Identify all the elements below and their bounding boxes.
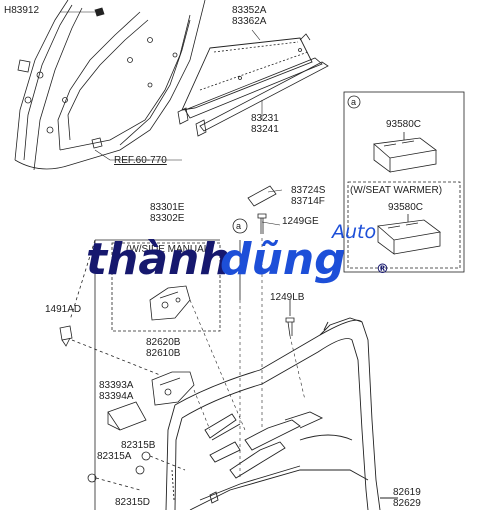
- leader-lines-top: [60, 11, 283, 226]
- outline-frame: [69, 239, 241, 510]
- label-83362a: 83362A: [232, 16, 267, 27]
- switch-box-a: [343, 91, 465, 273]
- label-83301e: 83301E: [150, 202, 185, 213]
- label-h83912: H83912: [4, 5, 40, 16]
- label-side-manual: (W/SIDE MANUAL: [126, 244, 210, 255]
- label-83241: 83241: [251, 124, 279, 135]
- door-frame: [14, 0, 206, 171]
- guide-rail: [195, 61, 329, 137]
- label-83724s: 83724S: [291, 185, 326, 196]
- label-93580c-bottom: 93580C: [388, 202, 424, 213]
- label-83231: 83231: [251, 113, 279, 124]
- watermark-dung: dũng: [220, 234, 346, 285]
- label-93580c-top: 93580C: [386, 119, 422, 130]
- grommet-1491ad: [59, 325, 161, 376]
- door-trim-panel: [165, 317, 398, 510]
- callout-a-circle: [232, 218, 248, 234]
- label-1249lb: 1249LB: [270, 292, 305, 303]
- label-82629: 82629: [393, 498, 421, 509]
- watermark-registered: ®: [376, 262, 389, 277]
- label-83393a: 83393A: [99, 380, 134, 391]
- label-1249ge: 1249GE: [282, 216, 319, 227]
- inner-handle: [151, 371, 195, 406]
- watermark-thanh: thành: [86, 234, 231, 285]
- label-82315b: 82315B: [121, 440, 156, 451]
- label-ref-60-770: REF.60-770: [114, 155, 167, 166]
- label-82315d: 82315D: [115, 497, 151, 508]
- box-a-marker: a: [351, 97, 357, 107]
- screw-1249lb: [285, 300, 295, 337]
- side-manual-box: [111, 242, 221, 332]
- label-1491ad: 1491AD: [45, 304, 82, 315]
- label-82620b: 82620B: [146, 337, 181, 348]
- screw-1249ge: [257, 213, 267, 234]
- callout-a-label: a: [236, 221, 242, 231]
- label-83714f: 83714F: [291, 196, 325, 207]
- sunshade: [177, 33, 323, 125]
- small-cover: [247, 185, 277, 207]
- label-seat-warmer: (W/SEAT WARMER): [350, 185, 443, 196]
- bracket: [107, 401, 147, 431]
- label-83352a: 83352A: [232, 5, 267, 16]
- label-82619: 82619: [393, 487, 421, 498]
- handle-assembly: [149, 285, 191, 321]
- watermark-auto: Auto: [332, 221, 377, 243]
- label-83302e: 83302E: [150, 213, 185, 224]
- label-82610b: 82610B: [146, 348, 181, 359]
- label-83394a: 83394A: [99, 391, 134, 402]
- label-82315a: 82315A: [97, 451, 132, 462]
